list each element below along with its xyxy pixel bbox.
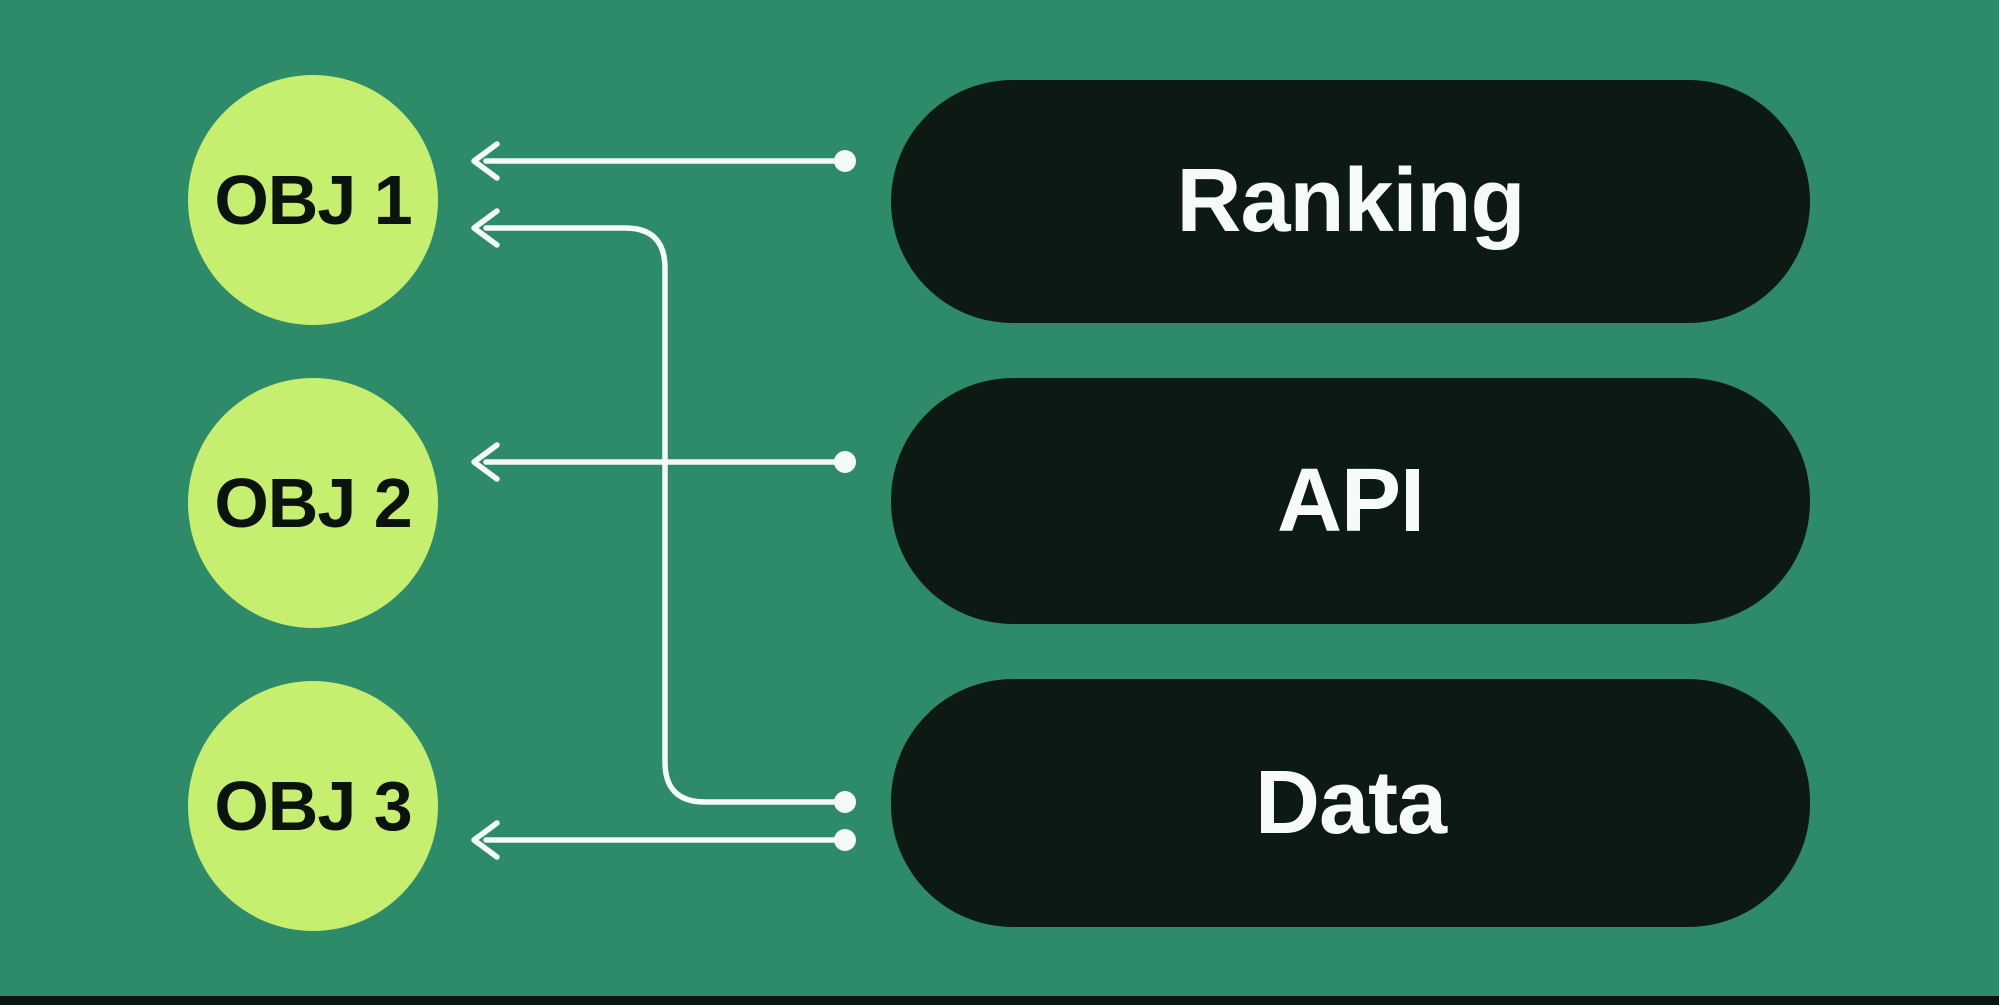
node-obj-2: OBJ 2 (188, 378, 438, 628)
node-api-label: API (1276, 450, 1425, 551)
node-obj-2-label: OBJ 2 (214, 464, 412, 542)
arrowhead-left-icon (471, 442, 500, 482)
node-obj-1: OBJ 1 (188, 75, 438, 325)
node-ranking-label: Ranking (1176, 151, 1525, 251)
node-data: Data (891, 679, 1810, 927)
node-obj-1-label: OBJ 1 (214, 161, 412, 239)
edge-data-to-obj3 (471, 820, 856, 860)
edge-start-dot (834, 829, 856, 851)
node-ranking: Ranking (891, 80, 1810, 323)
arrowhead-left-icon (471, 141, 500, 181)
edge-ranking-to-obj1 (471, 141, 856, 181)
edge-start-dot (834, 150, 856, 172)
edge-start-dot (834, 451, 856, 473)
arrowhead-left-icon (471, 208, 500, 248)
edge-start-dot (834, 791, 856, 813)
node-api: API (891, 378, 1810, 624)
node-obj-3: OBJ 3 (188, 681, 438, 931)
node-obj-3-label: OBJ 3 (214, 767, 412, 845)
arrowhead-left-icon (471, 820, 500, 860)
edge-data-to-obj1 (471, 208, 856, 813)
node-data-label: Data (1254, 752, 1447, 853)
edge-api-to-obj2 (471, 442, 856, 482)
bottom-edge-bar (0, 996, 1999, 1005)
